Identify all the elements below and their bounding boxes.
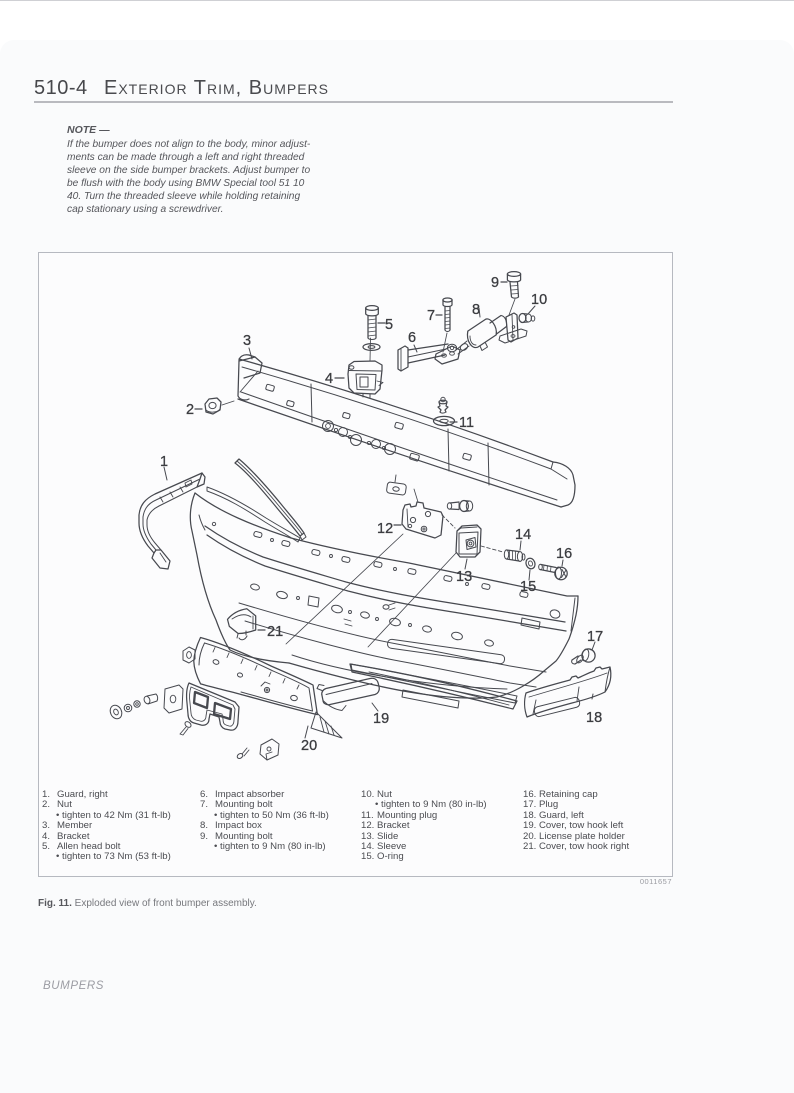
svg-text:18: 18 [586, 710, 602, 726]
svg-text:20: 20 [301, 738, 317, 754]
svg-text:4: 4 [325, 371, 333, 387]
svg-text:15: 15 [520, 579, 536, 595]
svg-text:13: 13 [456, 569, 472, 585]
svg-text:5: 5 [385, 317, 393, 333]
svg-text:2: 2 [186, 402, 194, 418]
svg-text:8: 8 [472, 302, 480, 318]
svg-text:6: 6 [408, 330, 416, 346]
svg-text:19: 19 [373, 711, 389, 727]
svg-text:14: 14 [515, 527, 531, 543]
svg-text:7: 7 [427, 308, 435, 324]
svg-text:1: 1 [160, 454, 168, 470]
svg-text:12: 12 [377, 521, 393, 537]
svg-text:17: 17 [587, 629, 603, 645]
svg-text:11: 11 [459, 415, 474, 431]
svg-text:21: 21 [267, 624, 283, 640]
svg-text:16: 16 [556, 546, 572, 562]
svg-text:3: 3 [243, 333, 251, 349]
svg-text:10: 10 [531, 292, 547, 308]
svg-text:9: 9 [491, 275, 499, 291]
